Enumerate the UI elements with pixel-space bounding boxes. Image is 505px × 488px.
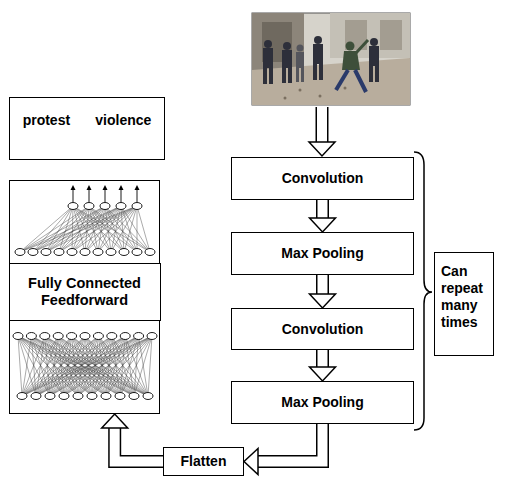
flow-arrow	[244, 424, 323, 475]
arrow-shaft-fill	[318, 200, 328, 219]
flow-arrow	[310, 275, 336, 308]
arrow-shaft-fill	[317, 107, 327, 143]
process-box: Convolution	[231, 157, 414, 200]
arrow-shaft-fill	[257, 424, 323, 462]
class-label: violence	[95, 112, 151, 129]
node-label: Convolution	[282, 170, 364, 187]
arrow-head	[244, 449, 258, 475]
output-classes-box: protest violence	[9, 97, 165, 160]
arrow-shaft-outline	[316, 275, 329, 295]
arrow-head	[310, 218, 336, 232]
node-label: Max Pooling	[281, 394, 363, 411]
process-box: Convolution	[231, 308, 414, 350]
repeat-bracket	[414, 152, 432, 430]
process-box: Max Pooling	[231, 232, 414, 275]
arrow-shaft-outline	[257, 424, 323, 462]
arrow-shaft-fill	[318, 275, 328, 295]
arrow-shaft-fill	[115, 427, 163, 462]
process-box: Max Pooling	[231, 381, 414, 424]
flow-arrow	[102, 414, 163, 462]
node-label: Flatten	[181, 453, 227, 470]
arrow-head	[310, 294, 336, 308]
arrow-shaft-outline	[316, 350, 329, 368]
arrow-shaft-outline	[115, 427, 163, 462]
flow-arrow	[310, 200, 336, 232]
flow-arrow	[310, 350, 336, 381]
network-label: Fully Connected Feedforward	[9, 263, 161, 321]
arrow-head	[309, 142, 335, 156]
node-label: Convolution	[282, 321, 364, 338]
arrow-shaft-outline	[316, 200, 329, 219]
node-label: Can repeat many times	[441, 263, 489, 331]
flow-arrow	[309, 107, 335, 156]
network-box: Fully Connected Feedforward	[9, 180, 160, 414]
protest-photo	[252, 13, 410, 105]
arrow-shaft-outline	[316, 107, 329, 143]
node-label: Max Pooling	[281, 245, 363, 262]
arrow-head	[102, 414, 128, 428]
note-box: Can repeat many times	[434, 252, 494, 356]
arrow-shaft-fill	[318, 350, 328, 368]
class-label: protest	[23, 112, 70, 129]
arrow-head	[310, 367, 336, 381]
process-box: Flatten	[163, 447, 244, 476]
